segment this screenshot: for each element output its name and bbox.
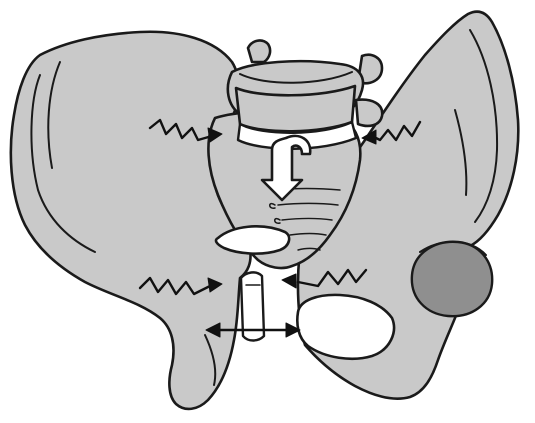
- right-acetabulum: [412, 242, 492, 316]
- lumbar-vertebra: [228, 41, 382, 149]
- left-ilium: [11, 32, 251, 409]
